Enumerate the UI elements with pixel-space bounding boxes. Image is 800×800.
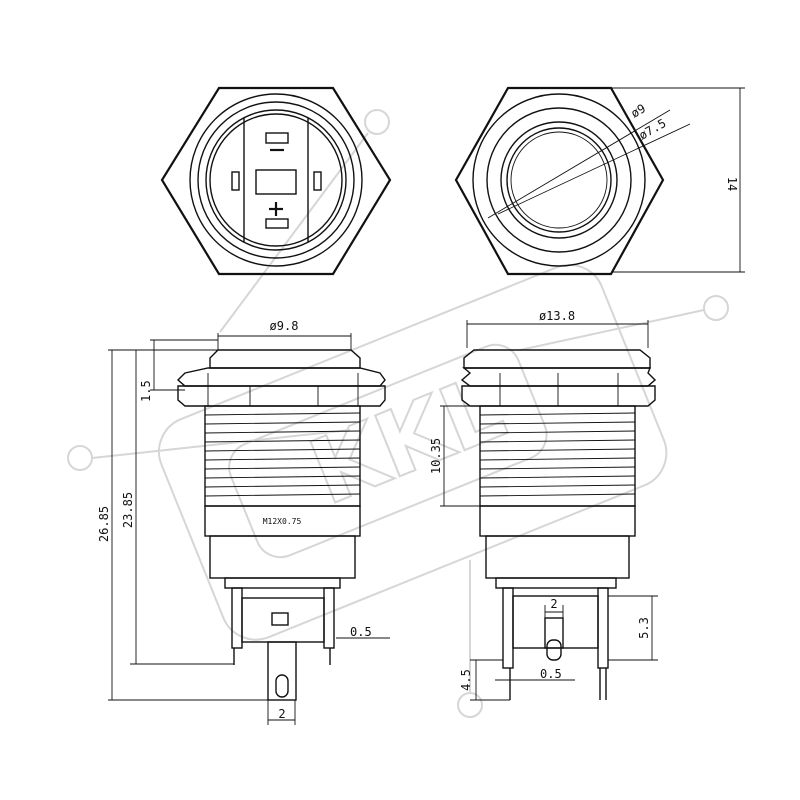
- thread-length-label: 10.35: [429, 438, 443, 474]
- thread-spec-label: M12X0.75: [263, 517, 302, 526]
- pin-offset-label: 4.5: [459, 669, 473, 691]
- left-side-view: ø9.8 M12X0.75: [97, 319, 390, 725]
- nut-diameter-label: ø13.8: [539, 309, 575, 323]
- top-diameter-label: ø9.8: [270, 319, 299, 333]
- height-label: 14: [725, 177, 739, 191]
- pin-width-label: 2: [278, 707, 285, 721]
- pin-thickness-right-label: 0.5: [540, 667, 562, 681]
- pin-height-label: 5.3: [637, 617, 651, 639]
- top-view: ø9 ø7.5 14: [454, 86, 745, 276]
- thread-lines: [204, 412, 361, 497]
- right-side-view: ø13.8: [429, 309, 658, 701]
- thread-lines-right: [479, 412, 636, 497]
- total-length-label: 26.85: [97, 506, 111, 542]
- front-view: [160, 86, 392, 276]
- body-length-label: 23.85: [121, 492, 135, 528]
- head-height-label: 1.5: [139, 380, 153, 402]
- pin-thickness-label: 0.5: [350, 625, 372, 639]
- outer-diameter-label: ø9: [629, 101, 649, 120]
- pin-spacing-label: 2: [550, 597, 557, 611]
